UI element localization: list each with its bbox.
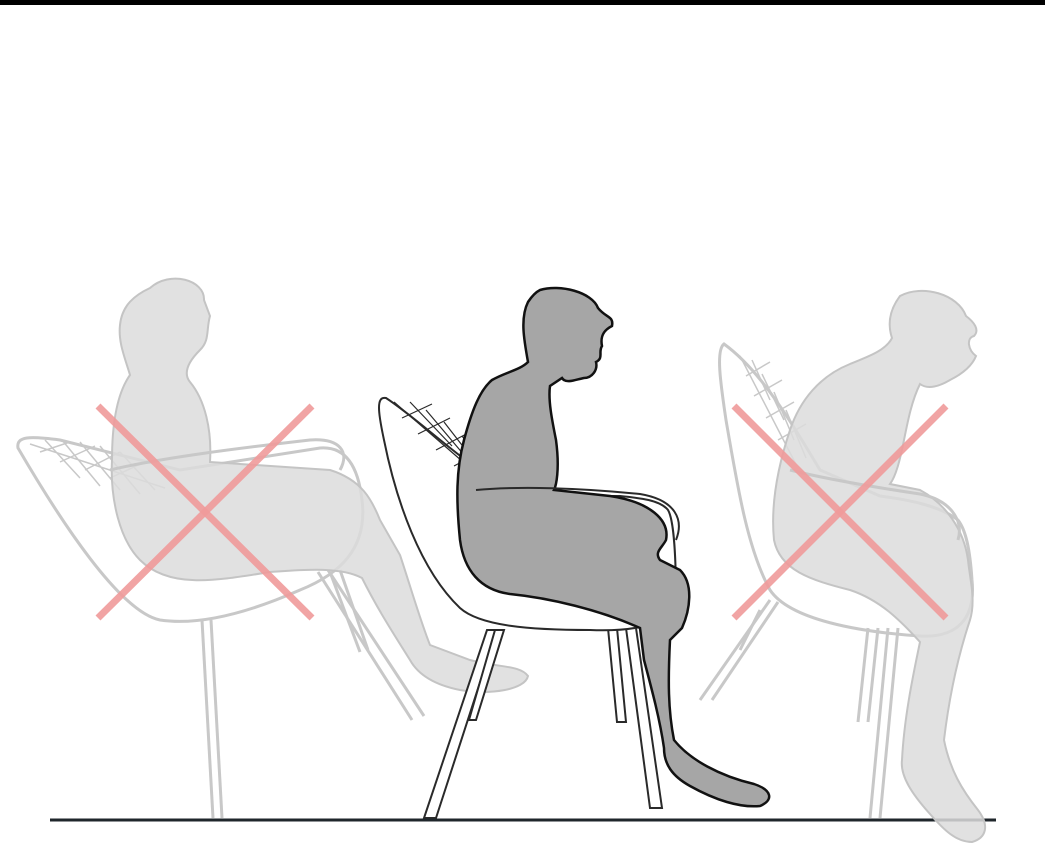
person-leaning: [773, 291, 985, 842]
posture-leaning-forward: [700, 291, 985, 842]
person-upright: [457, 288, 769, 806]
